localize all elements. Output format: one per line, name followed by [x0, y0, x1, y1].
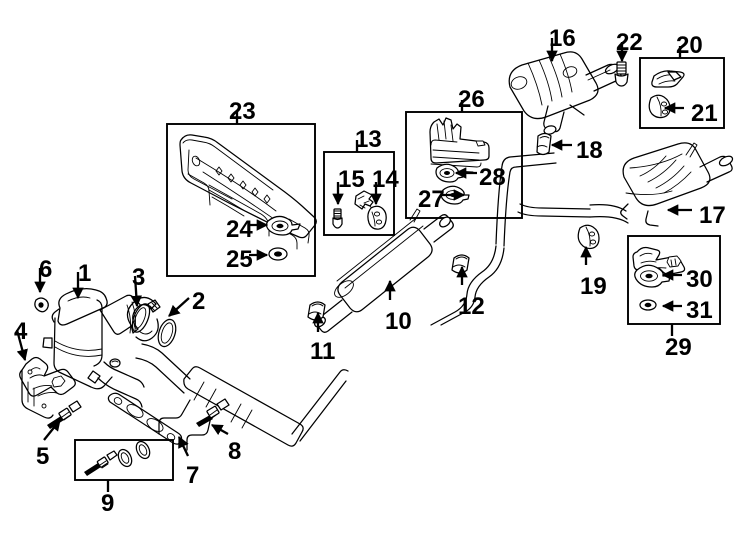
part-4-heat-shield-bracket — [19, 356, 76, 419]
callout-21[interactable]: 21 — [691, 100, 718, 127]
part-19-rubber-hanger — [577, 224, 600, 250]
callout-20[interactable]: 20 — [676, 32, 703, 59]
leader-7 — [177, 435, 190, 457]
part-21-isolator — [648, 94, 671, 119]
inset-box-23-frame — [166, 123, 316, 277]
part-12-clamp — [451, 254, 470, 274]
part-5-bolt — [47, 400, 82, 429]
part-18-bushing — [536, 132, 552, 156]
part-22-bolt — [614, 61, 629, 87]
inset-box-13-frame — [323, 151, 395, 236]
leader-3 — [130, 275, 143, 308]
inset-box-29-frame — [627, 235, 721, 325]
part-24-grommet — [265, 215, 301, 236]
callout-14[interactable]: 14 — [372, 166, 399, 193]
callout-2[interactable]: 2 — [192, 288, 206, 315]
callout-24[interactable]: 24 — [226, 216, 253, 243]
leader-8 — [210, 423, 229, 436]
inset-box-26-frame — [405, 111, 523, 219]
part-25-washer — [268, 247, 288, 261]
part-15-bolt — [332, 208, 343, 229]
callout-23[interactable]: 23 — [229, 98, 256, 125]
callout-27[interactable]: 27 — [418, 186, 445, 213]
callout-13[interactable]: 13 — [355, 126, 382, 153]
callout-19[interactable]: 19 — [580, 273, 607, 300]
callout-15[interactable]: 15 — [338, 166, 365, 193]
callout-28[interactable]: 28 — [479, 164, 506, 191]
part-3-clamp — [126, 296, 161, 342]
sensor-stud-illustration — [84, 440, 151, 476]
rear-right-muffler-illustration — [620, 142, 734, 227]
callout-31[interactable]: 31 — [686, 297, 713, 324]
callout-5[interactable]: 5 — [36, 443, 50, 470]
callout-17[interactable]: 17 — [699, 202, 726, 229]
callout-26[interactable]: 26 — [458, 86, 485, 113]
part-30-grommet — [634, 264, 671, 288]
part-7-manifold-gasket — [107, 392, 183, 445]
part-8-bolt — [196, 398, 230, 427]
shield-bracket-illustration — [429, 117, 490, 173]
callout-10[interactable]: 10 — [385, 308, 412, 335]
callout-12[interactable]: 12 — [458, 293, 485, 320]
part-11-clamp — [307, 301, 326, 321]
leader-4 — [15, 329, 28, 362]
callout-8[interactable]: 8 — [228, 438, 242, 465]
callout-1[interactable]: 1 — [78, 260, 92, 287]
callout-16[interactable]: 16 — [549, 25, 576, 52]
catalytic-converter-illustration — [42, 288, 151, 408]
part-6-nut — [34, 297, 49, 313]
callout-30[interactable]: 30 — [686, 266, 713, 293]
callout-9[interactable]: 9 — [101, 490, 115, 517]
callout-leaders — [15, 38, 692, 492]
leader-2 — [168, 297, 190, 317]
part-2-gasket-ring — [157, 318, 177, 348]
front-pipe-illustration — [135, 343, 349, 451]
callout-7[interactable]: 7 — [186, 462, 200, 489]
callout-11[interactable]: 11 — [310, 338, 336, 365]
callout-25[interactable]: 25 — [226, 246, 253, 273]
callout-4[interactable]: 4 — [14, 318, 28, 345]
inset-box-20-frame — [639, 57, 725, 129]
callout-22[interactable]: 22 — [616, 29, 643, 56]
part-31-washer — [639, 299, 657, 311]
callout-6[interactable]: 6 — [39, 256, 53, 283]
inset-box-9-frame — [74, 439, 174, 481]
callout-29[interactable]: 29 — [665, 334, 692, 361]
rear-left-muffler-illustration — [508, 51, 622, 135]
callout-3[interactable]: 3 — [132, 264, 146, 291]
hanger-bracket-illustration — [651, 70, 685, 88]
y-pipe-illustration — [430, 152, 629, 326]
part-14-rubber-hanger — [367, 205, 387, 230]
callout-18[interactable]: 18 — [576, 137, 603, 164]
leader-5 — [43, 419, 61, 441]
